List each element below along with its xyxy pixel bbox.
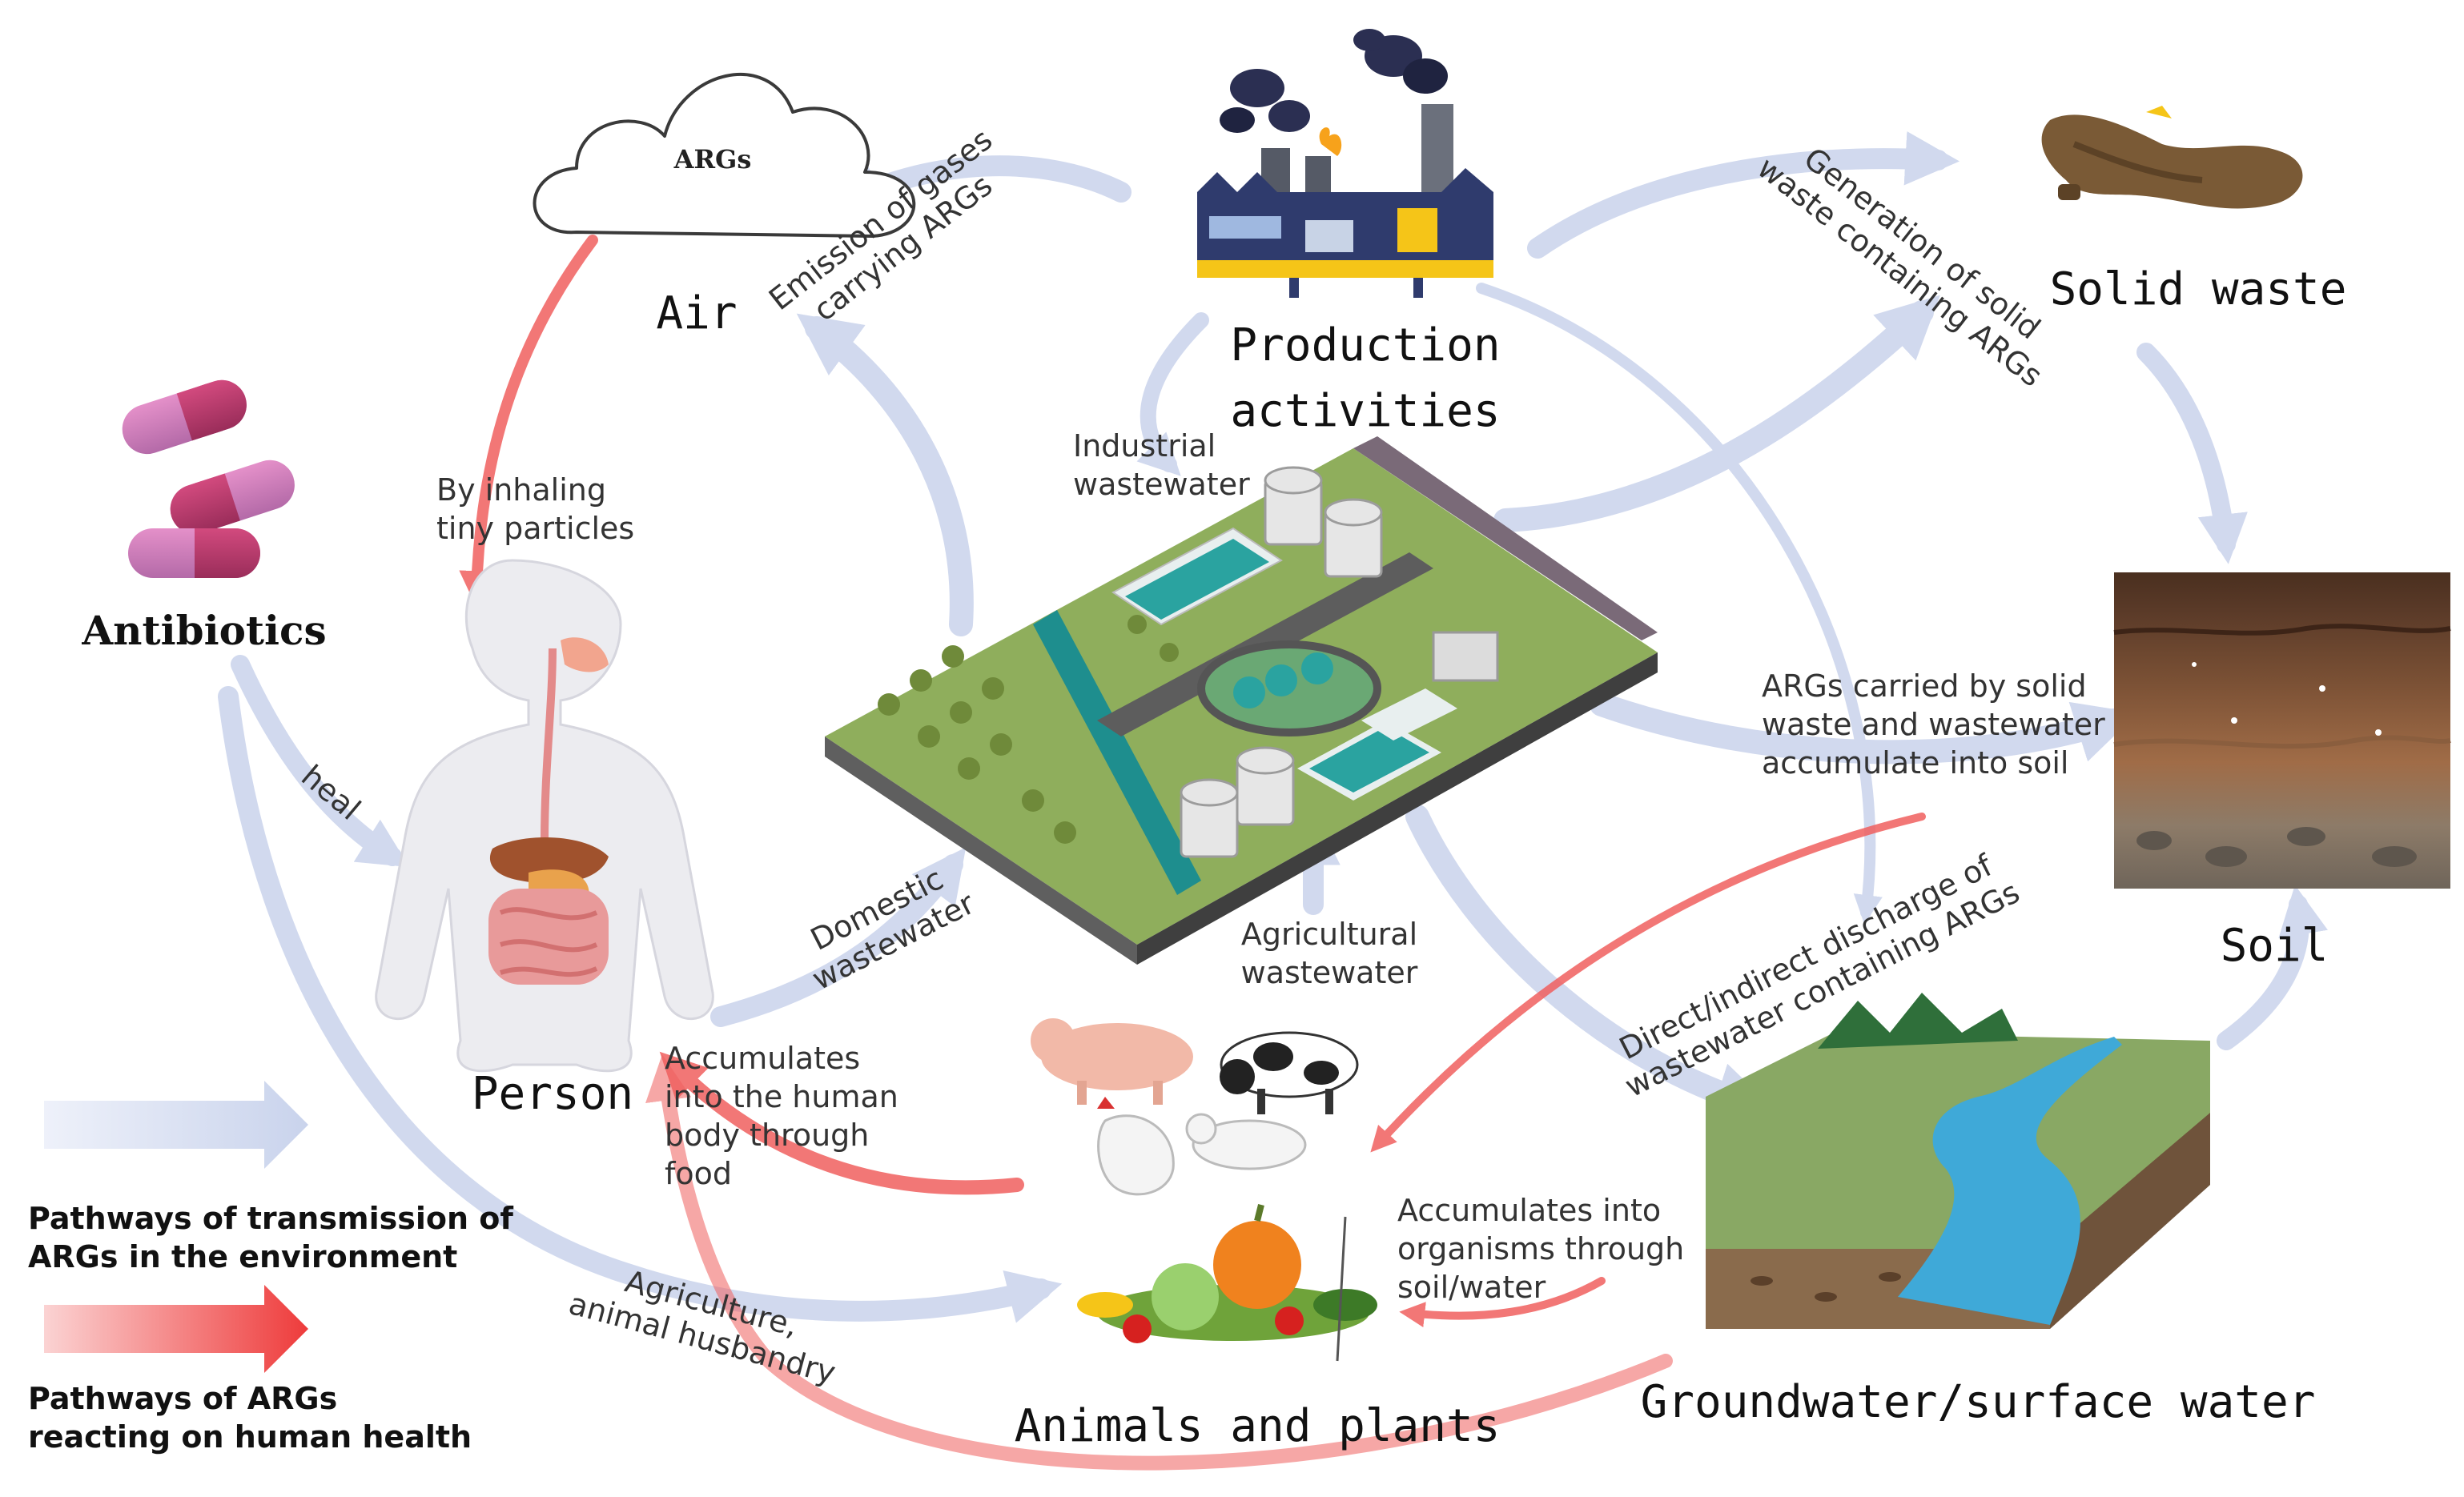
vegetables-icon — [1077, 1204, 1377, 1362]
air-cloud-icon: ARGs — [533, 72, 916, 238]
antibiotic-pills-icon — [122, 379, 295, 578]
args-cloud-label: ARGs — [673, 144, 752, 175]
groundwater-label: Groundwater/surface water — [1641, 1376, 2316, 1428]
food-label-line-3: body through — [665, 1118, 869, 1153]
industrial-label-line-1: Industrial — [1073, 428, 1216, 464]
arrow-production-to-groundwater — [1476, 283, 1883, 925]
arrow-water-to-plants — [1399, 1277, 1606, 1328]
soil-accum-label-line-1: ARGs carried by solid — [1762, 668, 2087, 704]
industrial-label-line-2: wastewater — [1073, 467, 1250, 502]
inhaling-label-line-1: By inhaling — [436, 472, 606, 508]
food-label-line-4: food — [665, 1156, 732, 1191]
factory-icon — [1197, 29, 1493, 298]
arrow-antibiotics-to-person — [231, 655, 410, 868]
arrow-production-to-solidwaste — [1527, 131, 1960, 259]
arrow-groundwater-to-soil — [2217, 885, 2328, 1050]
legend-blue-line-1: Pathways of transmission of — [28, 1201, 513, 1236]
organisms-label-line-2: organisms through — [1397, 1231, 1684, 1266]
soil-label: Soil — [2221, 920, 2329, 972]
health-pathway-arrows — [459, 235, 1926, 1471]
food-label-line-2: into the human — [665, 1079, 898, 1114]
arrow-groundwater-to-person — [645, 1054, 1673, 1471]
agri-wastewater-label-line-2: wastewater — [1241, 955, 1418, 990]
production-label-line-2: activities — [1230, 385, 1500, 437]
agri-wastewater-label-line-1: Agricultural — [1241, 917, 1417, 952]
human-body-icon — [375, 559, 714, 1073]
legend-red-line-2: reacting on human health — [28, 1419, 472, 1455]
soil-accum-label-line-3: accumulate into soil — [1762, 745, 2069, 781]
animals-plants-label: Animals and plants — [1015, 1400, 1501, 1452]
arrow-antibiotics-to-animals — [218, 686, 1063, 1323]
livestock-icon — [1031, 1018, 1359, 1196]
groundwater-landscape-icon — [1706, 993, 2210, 1329]
legend-blue-line-2: ARGs in the environment — [28, 1239, 457, 1274]
organisms-label-line-3: soil/water — [1397, 1270, 1546, 1305]
arrow-solidwaste-to-soil — [2136, 343, 2248, 564]
food-label-line-1: Accumulates — [665, 1041, 860, 1076]
solid-waste-icon — [2041, 106, 2303, 209]
air-label: Air — [656, 287, 737, 339]
inhaling-label-line-2: tiny particles — [436, 511, 634, 546]
environment-pathway-arrows — [218, 131, 2328, 1323]
arrow-person-to-plant — [710, 847, 967, 1027]
legend-blue-arrow — [44, 1081, 308, 1169]
wastewater-treatment-plant-icon — [825, 436, 1658, 965]
arrow-air-to-person — [459, 235, 598, 607]
arrow-production-to-plant — [1136, 312, 1209, 476]
soil-layers-icon — [2113, 572, 2451, 889]
organisms-label-line-1: Accumulates into — [1397, 1193, 1661, 1228]
antibiotics-label: Antibiotics — [81, 607, 326, 654]
arrow-animals-to-person — [659, 1051, 1024, 1195]
production-label-line-1: Production — [1230, 319, 1500, 371]
arrow-plant-to-solidwaste — [1493, 295, 1940, 532]
arrow-wastewater-to-air — [796, 313, 974, 636]
person-label: Person — [472, 1068, 633, 1120]
legend: Pathways of transmission of ARGs in the … — [28, 1081, 513, 1455]
generation-label-line-2: waste containing ARGs — [1751, 150, 2048, 393]
legend-red-line-1: Pathways of ARGs — [28, 1381, 337, 1416]
arrow-soil-to-animals — [1370, 813, 1926, 1153]
soil-accum-label-line-2: waste and wastewater — [1762, 707, 2105, 742]
legend-red-arrow — [44, 1285, 308, 1373]
solid-waste-label: Solid waste — [2050, 263, 2347, 315]
